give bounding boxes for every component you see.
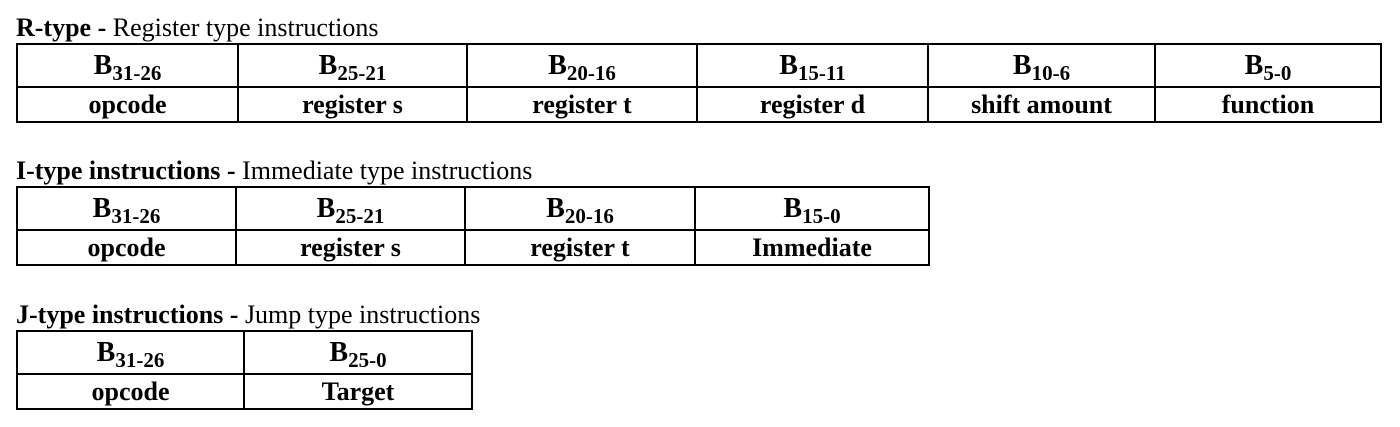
- i-type-table: B31-26 B25-21 B20-16 B15-0 opcode regist…: [16, 186, 930, 266]
- r-type-heading: R-type - Register type instructions: [16, 14, 1382, 42]
- i-type-heading-rest: Immediate type instructions: [235, 156, 533, 185]
- bit-range-cell: B31-26: [16, 330, 245, 375]
- r-type-heading-rest: Register type instructions: [106, 13, 379, 42]
- field-name-cell: register s: [235, 229, 466, 266]
- bit-range-cell: B31-26: [16, 186, 237, 231]
- bit-range-cell: B20-16: [464, 186, 696, 231]
- field-name-cell: opcode: [16, 373, 245, 410]
- field-name-cell: opcode: [16, 229, 237, 266]
- bit-range-cell: B25-21: [237, 43, 468, 88]
- j-type-heading-rest: Jump type instructions: [238, 300, 481, 329]
- bit-range-cell: B25-21: [235, 186, 466, 231]
- j-type-names-row: opcode Target: [16, 373, 473, 410]
- i-type-heading: I-type instructions - Immediate type ins…: [16, 157, 930, 185]
- field-name-cell: Target: [243, 373, 473, 410]
- bit-range-cell: B20-16: [466, 43, 698, 88]
- i-type-section: I-type instructions - Immediate type ins…: [16, 157, 930, 266]
- r-type-bits-row: B31-26 B25-21 B20-16 B15-11 B10-6 B5-0: [16, 43, 1382, 88]
- r-type-section: R-type - Register type instructions B31-…: [16, 14, 1382, 123]
- field-name-cell: register t: [464, 229, 696, 266]
- j-type-table: B31-26 B25-0 opcode Target: [16, 330, 473, 410]
- field-name-cell: register t: [466, 86, 698, 123]
- j-type-bits-row: B31-26 B25-0: [16, 330, 473, 375]
- field-name-cell: function: [1154, 86, 1382, 123]
- bit-range-cell: B10-6: [927, 43, 1156, 88]
- bit-range-cell: B31-26: [16, 43, 239, 88]
- r-type-table: B31-26 B25-21 B20-16 B15-11 B10-6 B5-0 o…: [16, 43, 1382, 123]
- bit-range-cell: B15-0: [694, 186, 930, 231]
- r-type-heading-bold: R-type -: [16, 13, 107, 42]
- field-name-cell: Immediate: [694, 229, 930, 266]
- bit-range-cell: B25-0: [243, 330, 473, 375]
- i-type-names-row: opcode register s register t Immediate: [16, 229, 930, 266]
- j-type-heading-bold: J-type instructions -: [16, 300, 239, 329]
- i-type-heading-bold: I-type instructions -: [16, 156, 236, 185]
- bit-range-cell: B5-0: [1154, 43, 1382, 88]
- field-name-cell: shift amount: [927, 86, 1156, 123]
- bit-range-cell: B15-11: [696, 43, 929, 88]
- j-type-section: J-type instructions - Jump type instruct…: [16, 301, 480, 410]
- field-name-cell: opcode: [16, 86, 239, 123]
- i-type-bits-row: B31-26 B25-21 B20-16 B15-0: [16, 186, 930, 231]
- r-type-names-row: opcode register s register t register d …: [16, 86, 1382, 123]
- j-type-heading: J-type instructions - Jump type instruct…: [16, 301, 480, 329]
- field-name-cell: register d: [696, 86, 929, 123]
- field-name-cell: register s: [237, 86, 468, 123]
